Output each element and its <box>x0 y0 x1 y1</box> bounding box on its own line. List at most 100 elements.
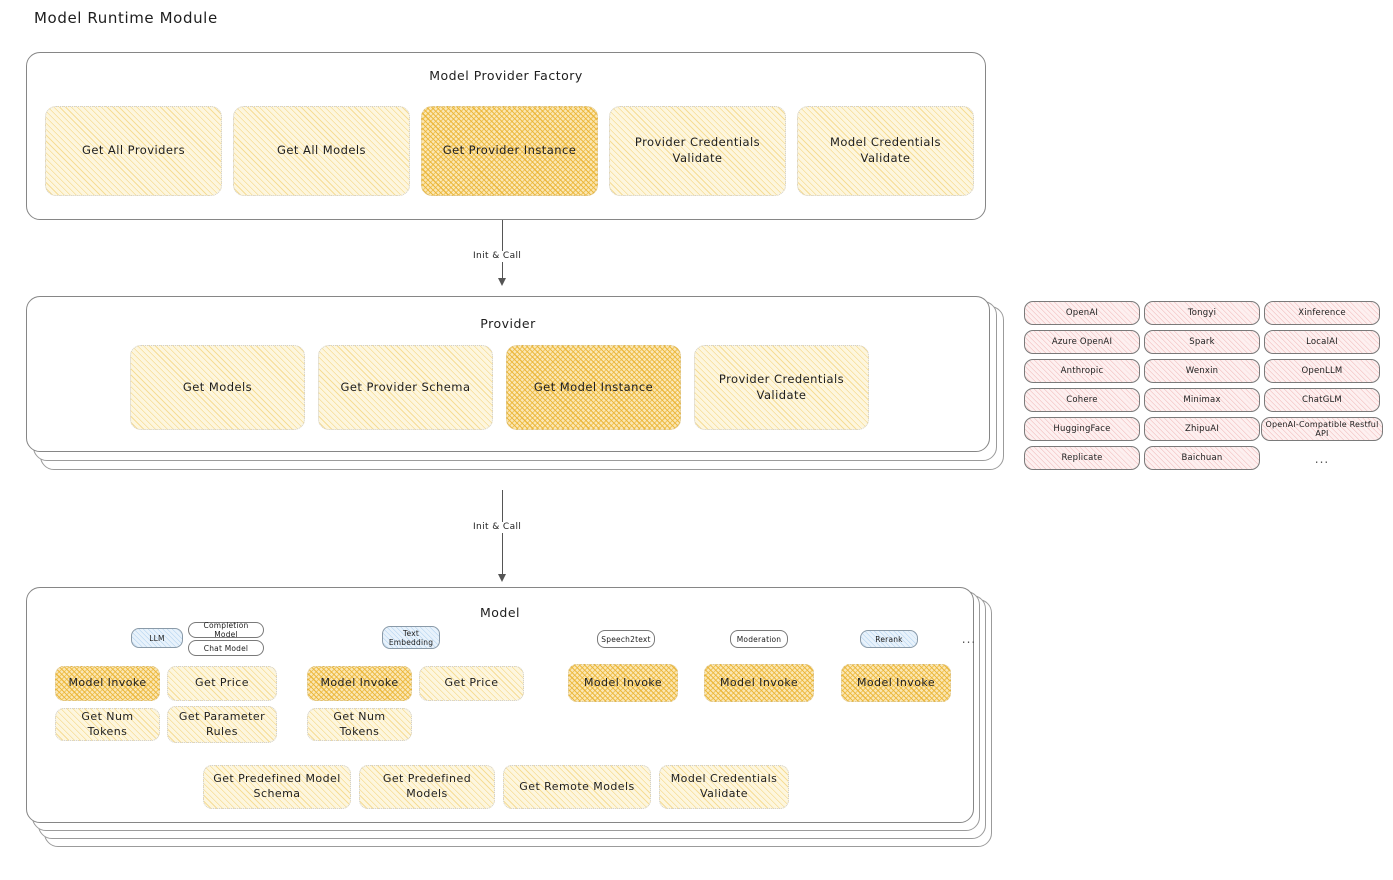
model-type-badge-moderation[interactable]: Moderation <box>730 630 788 648</box>
op-label: Model Invoke <box>583 675 663 689</box>
op-get-all-providers[interactable]: Get All Providers <box>45 106 222 196</box>
op-get-predefined-models[interactable]: Get Predefined Models <box>359 765 495 809</box>
op-label: Get Remote Models <box>519 779 635 793</box>
op-label: Get All Models <box>277 143 366 158</box>
op-moderation-model-invoke[interactable]: Model Invoke <box>704 664 814 702</box>
op-text-embedding-get-num-tokens[interactable]: Get Num Tokens <box>307 708 412 741</box>
provider-tag-tongyi[interactable]: Tongyi <box>1144 301 1260 325</box>
tag-label: Wenxin <box>1185 366 1219 376</box>
op-label: Get Models <box>182 379 253 394</box>
arrow-provider-to-model-head <box>498 574 506 582</box>
model-types-more: ... <box>961 632 977 646</box>
op-label: Get Num Tokens <box>81 709 134 738</box>
arrow-provider-to-model-label: Init & Call <box>470 522 525 533</box>
model-type-badge-speech2text[interactable]: Speech2text <box>597 630 655 648</box>
tag-label: Minimax <box>1183 395 1221 405</box>
op-label: Model Invoke <box>68 676 147 690</box>
op-label: Model Invoke <box>719 675 799 689</box>
badge-label: Completion Model <box>203 621 249 639</box>
model-type-badge-rerank[interactable]: Rerank <box>860 630 918 648</box>
op-label: Get Provider Instance <box>442 143 577 158</box>
provider-tag-anthropic[interactable]: Anthropic <box>1024 359 1140 383</box>
op-label: Model Credentials Validate <box>829 135 941 165</box>
tag-label: ZhipuAI <box>1184 424 1220 434</box>
provider-tag-openai[interactable]: OpenAI <box>1024 301 1140 325</box>
provider-tag-baichuan[interactable]: Baichuan <box>1144 446 1260 470</box>
op-provider-credentials-validate[interactable]: Provider Credentials Validate <box>609 106 786 196</box>
arrow-factory-to-provider-label: Init & Call <box>470 251 525 262</box>
provider-tag-xinference[interactable]: Xinference <box>1264 301 1380 325</box>
op-llm-model-invoke[interactable]: Model Invoke <box>55 666 160 701</box>
provider-tag-wenxin[interactable]: Wenxin <box>1144 359 1260 383</box>
badge-label: Moderation <box>736 634 782 644</box>
provider-tag-huggingface[interactable]: HuggingFace <box>1024 417 1140 441</box>
op-get-remote-models[interactable]: Get Remote Models <box>503 765 651 809</box>
op-label: Get Price <box>444 676 499 690</box>
tag-label: HuggingFace <box>1053 424 1111 434</box>
op-get-all-models[interactable]: Get All Models <box>233 106 410 196</box>
model-type-badge-llm[interactable]: LLM <box>131 628 183 648</box>
op-label: Get Model Instance <box>533 379 654 394</box>
provider-tag-minimax[interactable]: Minimax <box>1144 388 1260 412</box>
op-get-provider-schema[interactable]: Get Provider Schema <box>318 345 493 430</box>
op-label: Model Credentials Validate <box>670 772 778 800</box>
provider-tag-zhipuai[interactable]: ZhipuAI <box>1144 417 1260 441</box>
op-llm-get-parameter-rules[interactable]: Get Parameter Rules <box>167 706 277 743</box>
op-label: Get Num Tokens <box>333 709 386 738</box>
op-label: Get Price <box>195 676 249 690</box>
model-subtype-badge-completion-model[interactable]: Completion Model <box>188 621 264 639</box>
tag-label: Azure OpenAI <box>1051 337 1113 347</box>
tag-label: OpenLLM <box>1301 366 1343 376</box>
provider-tag-localai[interactable]: LocalAI <box>1264 330 1380 354</box>
op-label: Get All Providers <box>81 143 186 158</box>
op-speech2text-model-invoke[interactable]: Model Invoke <box>568 664 678 702</box>
op-model-credentials-validate-2[interactable]: Model Credentials Validate <box>659 765 789 809</box>
tag-label: Tongyi <box>1187 308 1217 318</box>
op-get-model-instance[interactable]: Get Model Instance <box>506 345 681 430</box>
tag-label: LocalAI <box>1306 337 1338 347</box>
tag-label: Xinference <box>1298 308 1346 318</box>
model-title: Model <box>479 605 521 620</box>
provider-title: Provider <box>480 316 536 331</box>
model-type-badge-text-embedding[interactable]: Text Embedding <box>382 626 440 649</box>
op-label: Get Parameter Rules <box>178 709 266 738</box>
tag-label: Anthropic <box>1060 366 1104 376</box>
provider-tag-openllm[interactable]: OpenLLM <box>1264 359 1380 383</box>
tag-label: OpenAI-Compatible Restful API <box>1265 420 1379 438</box>
provider-panel: Provider Get Models Get Provider Schema … <box>26 296 990 452</box>
provider-tag-cohere[interactable]: Cohere <box>1024 388 1140 412</box>
model-subtype-badge-chat-model[interactable]: Chat Model <box>188 640 264 656</box>
tag-label: Spark <box>1189 337 1215 347</box>
provider-tag-azure-openai[interactable]: Azure OpenAI <box>1024 330 1140 354</box>
op-get-provider-instance[interactable]: Get Provider Instance <box>421 106 598 196</box>
tag-label: Replicate <box>1061 453 1103 463</box>
op-text-embedding-model-invoke[interactable]: Model Invoke <box>307 666 412 701</box>
arrow-factory-to-provider-head <box>498 278 506 286</box>
op-label: Provider Credentials Validate <box>634 135 761 165</box>
badge-label: Chat Model <box>203 643 249 653</box>
provider-tags-more: ... <box>1314 452 1330 466</box>
badge-label: LLM <box>149 633 165 643</box>
model-panel: Model LLM Completion Model Chat Model Mo… <box>26 587 975 823</box>
op-llm-get-price[interactable]: Get Price <box>167 666 277 701</box>
tag-label: ChatGLM <box>1302 395 1342 405</box>
badge-label: Rerank <box>875 634 903 644</box>
page-title: Model Runtime Module <box>34 9 218 27</box>
op-get-predefined-model-schema[interactable]: Get Predefined Model Schema <box>203 765 351 809</box>
op-text-embedding-get-price[interactable]: Get Price <box>419 666 524 701</box>
op-llm-get-num-tokens[interactable]: Get Num Tokens <box>55 708 160 741</box>
op-label: Model Invoke <box>856 675 936 689</box>
provider-tag-spark[interactable]: Spark <box>1144 330 1260 354</box>
op-get-models[interactable]: Get Models <box>130 345 305 430</box>
op-label: Get Predefined Model Schema <box>213 772 341 800</box>
op-label: Get Predefined Models <box>382 772 472 800</box>
provider-tag-chatglm[interactable]: ChatGLM <box>1264 388 1380 412</box>
provider-tag-openai-compatible-restful-api[interactable]: OpenAI-Compatible Restful API <box>1261 417 1383 441</box>
op-model-credentials-validate[interactable]: Model Credentials Validate <box>797 106 974 196</box>
op-provider-credentials-validate-2[interactable]: Provider Credentials Validate <box>694 345 869 430</box>
op-rerank-model-invoke[interactable]: Model Invoke <box>841 664 951 702</box>
tag-label: OpenAI <box>1065 308 1099 318</box>
model-provider-factory-panel: Model Provider Factory Get All Providers… <box>26 52 986 220</box>
provider-tag-replicate[interactable]: Replicate <box>1024 446 1140 470</box>
